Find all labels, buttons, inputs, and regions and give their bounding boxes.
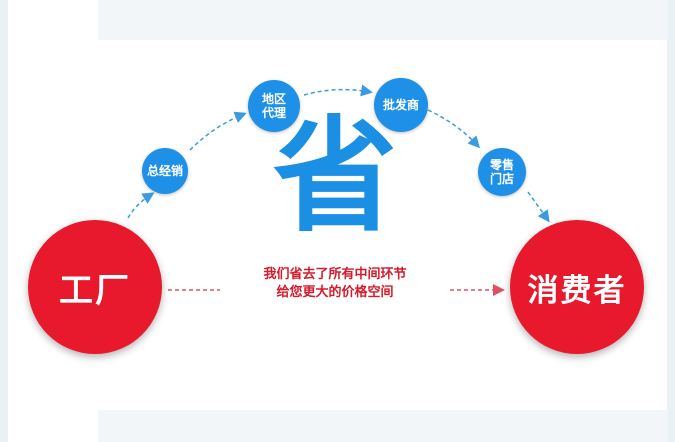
- arc-factory-to-distributor: [127, 192, 155, 219]
- arc-agent-to-wholesaler: [303, 84, 373, 97]
- step-distributor: 总经销: [142, 148, 188, 194]
- savings-caption: 我们省去了所有中间环节 给您更大的价格空间: [220, 266, 450, 302]
- step-label: 总经销: [146, 164, 183, 178]
- consumer-circle: 消费者: [510, 220, 644, 354]
- arc-retailer-to-consumer: [527, 191, 550, 223]
- step-regional-agent: 地区 代理: [248, 80, 300, 132]
- factory-circle: 工厂: [28, 220, 162, 354]
- frame-left-border: [0, 0, 8, 442]
- frame-right-border: [667, 0, 675, 442]
- caption-line-1: 我们省去了所有中间环节: [263, 267, 407, 282]
- arc-wholesaler-to-retailer: [427, 109, 481, 149]
- step-label: 地区 代理: [261, 92, 286, 120]
- arc-distributor-to-agent: [189, 111, 247, 151]
- step-label: 批发商: [382, 98, 419, 112]
- caption-line-2: 给您更大的价格空间: [276, 285, 394, 300]
- center-character: 省: [272, 105, 397, 249]
- step-retail-store: 零售 门店: [478, 148, 526, 196]
- factory-label: 工厂: [59, 270, 131, 311]
- frame-top-band: [98, 0, 668, 40]
- step-wholesaler: 批发商: [374, 78, 428, 132]
- consumer-label: 消费者: [527, 272, 627, 309]
- step-label: 零售 门店: [489, 158, 514, 186]
- frame-bottom-band: [98, 410, 668, 442]
